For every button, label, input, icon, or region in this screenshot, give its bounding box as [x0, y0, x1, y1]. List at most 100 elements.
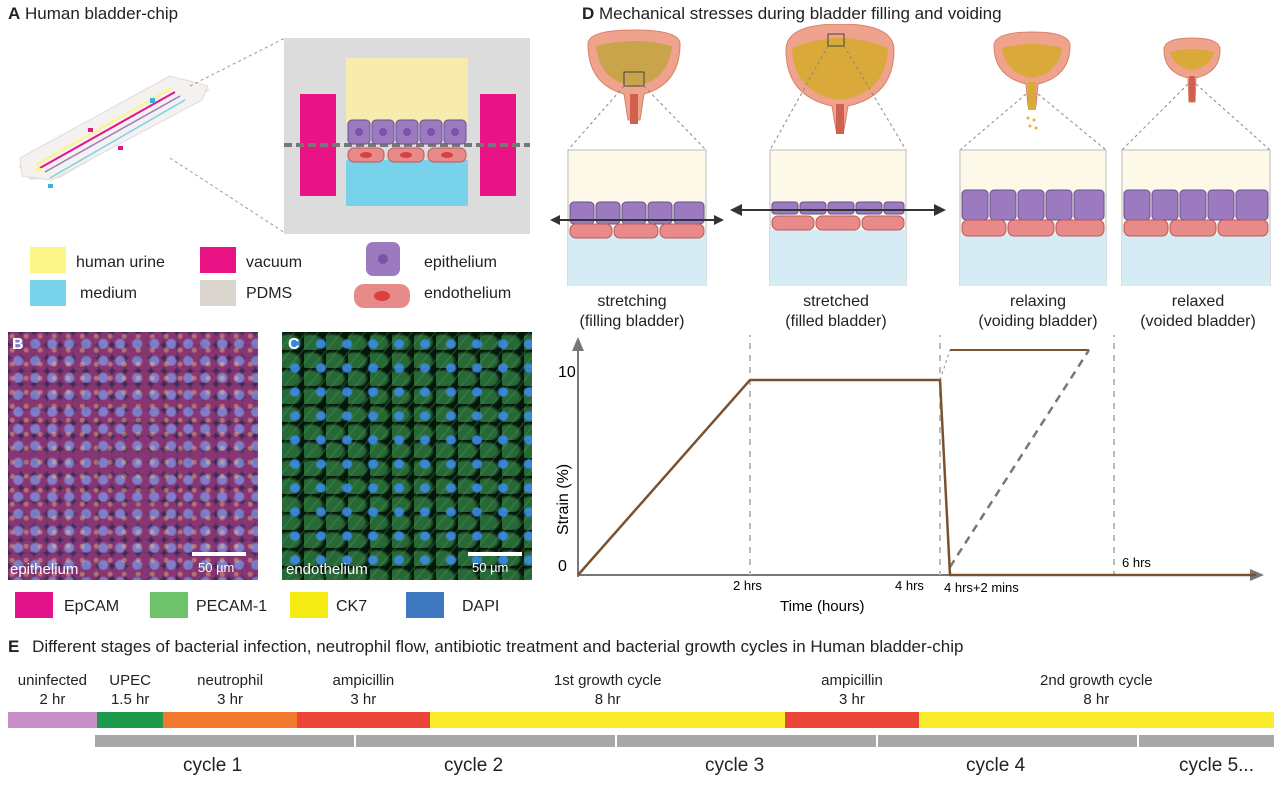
stage-caption-line2: (voiding bladder)	[978, 313, 1098, 330]
stain-label-dapi: DAPI	[462, 598, 500, 615]
tissue-section-relaxed	[1121, 149, 1271, 286]
tissue-section-stretching	[550, 149, 724, 286]
panel-c-label: endothelium	[286, 561, 368, 578]
panel-b-micrograph: B 50 µm epithelium	[8, 332, 258, 580]
panel-a-header: A Human bladder-chip	[8, 4, 178, 24]
bladder-stages-illustration	[550, 24, 1271, 286]
chip-cross-section	[284, 38, 530, 234]
segment-duration: 3 hr	[839, 691, 865, 708]
timeline-segment	[430, 712, 786, 728]
timeline-segment-label: ampicillin 3 hr	[785, 671, 918, 709]
x-tick-label: 4 hrs+2 mins	[944, 580, 1019, 595]
stage-caption-line1: relaxed	[1171, 293, 1225, 310]
panel-e-header: E Different stages of bacterial infectio…	[8, 637, 963, 657]
x-axis-label: Time (hours)	[780, 598, 864, 615]
panel-b-letter: B	[12, 336, 24, 353]
legend-label-vacuum: vacuum	[246, 254, 303, 271]
panel-c-letter: C	[288, 336, 300, 353]
timeline-segment	[785, 712, 919, 728]
cycle-bar	[95, 735, 354, 747]
panel-e-letter: E	[8, 637, 20, 656]
stain-swatch-pecam	[150, 592, 188, 618]
timeline-segment	[296, 712, 430, 728]
tissue-section-relaxing	[959, 149, 1107, 286]
relax-ramp-dashed	[948, 349, 1091, 568]
chart-guides	[749, 335, 1115, 575]
bladder-icon-stretched	[785, 24, 895, 134]
segment-duration: 8 hr	[594, 691, 621, 708]
stage-caption-line1: relaxing	[1009, 293, 1067, 310]
panel-e-title: Different stages of bacterial infection,…	[32, 637, 964, 656]
panel-c-scale-bar	[468, 552, 522, 556]
cycle-bar	[617, 735, 876, 747]
y-tick-label: 0	[558, 558, 567, 575]
strain-chart: 10 0 2 hrs 4 hrs 4 hrs+2 mins 6 hrs Time…	[555, 335, 1264, 615]
cycle-label: cycle 1	[183, 755, 243, 776]
segment-name: neutrophil	[197, 672, 264, 689]
panel-c-micrograph: C 50 µm endothelium	[282, 332, 532, 580]
endothelium-nucleus-icon	[374, 291, 390, 301]
stain-swatch-ck7	[290, 592, 328, 618]
segment-duration: 2 hr	[39, 691, 66, 708]
strain-series-line	[577, 378, 1256, 577]
stage-caption-line1: stretching	[597, 293, 667, 310]
stain-swatch-dapi	[406, 592, 444, 618]
panel-d-header: D Mechanical stresses during bladder fil…	[582, 4, 1002, 24]
chip-device	[18, 75, 210, 188]
cycle-bar	[356, 735, 615, 747]
segment-duration: 3 hr	[217, 691, 244, 708]
segment-name: ampicillin	[821, 672, 883, 689]
panel-d-letter: D	[582, 4, 595, 23]
timeline-segment-label: neutrophil 3 hr	[163, 671, 296, 709]
stain-label-ck7: CK7	[336, 598, 368, 615]
legend-swatch-pdms	[200, 280, 236, 306]
timeline-segment-label: uninfected 2 hr	[8, 671, 97, 709]
cycle-label: cycle 3	[705, 755, 765, 776]
timeline-segment-label: ampicillin 3 hr	[297, 671, 430, 709]
x-tick-label: 4 hrs	[895, 578, 924, 593]
y-axis-label: Strain (%)	[555, 464, 572, 535]
timeline-segment	[918, 712, 1274, 728]
x-tick-label: 2 hrs	[733, 578, 762, 593]
segment-duration: 8 hr	[1083, 691, 1110, 708]
legend-label-endothelium: endothelium	[424, 285, 512, 302]
cycle-bar	[878, 735, 1137, 747]
legend-swatch-vacuum	[200, 247, 236, 273]
bladder-icon-stretching	[587, 29, 681, 124]
cycle-label: cycle 4	[966, 755, 1026, 776]
legend-swatch-human-urine	[30, 247, 66, 273]
stain-label-epcam: EpCAM	[64, 598, 120, 615]
segment-duration: 3 hr	[350, 691, 377, 708]
legend-label-epithelium: epithelium	[424, 254, 497, 271]
panel-a-title: Human bladder-chip	[25, 4, 179, 23]
stage-caption-line2: (filling bladder)	[579, 313, 685, 330]
relax-ramp-connector	[939, 349, 951, 381]
segment-duration: 1.5 hr	[110, 691, 150, 708]
chart-x-axis-arrow	[1250, 569, 1264, 581]
segment-name: uninfected	[17, 672, 88, 689]
stain-label-pecam: PECAM-1	[196, 598, 268, 615]
panel-b-scale-label: 50 µm	[198, 560, 235, 575]
chart-y-axis-arrow	[572, 337, 584, 351]
timeline-segment	[163, 712, 297, 728]
epithelium-nucleus-icon	[378, 254, 388, 264]
panel-b-scale-bar	[192, 552, 246, 556]
stage-caption-line1: stretched	[803, 293, 869, 310]
legend-swatch-medium	[30, 280, 66, 306]
stage-caption-stretching: stretching (filling bladder)	[558, 292, 706, 332]
legend-label-human-urine: human urine	[76, 254, 165, 271]
stage-caption-stretched: stretched (filled bladder)	[762, 292, 910, 332]
stage-caption-line2: (voided bladder)	[1140, 313, 1256, 330]
panel-b-label: epithelium	[10, 561, 79, 578]
legend-label-medium: medium	[80, 285, 137, 302]
segment-name: ampicillin	[332, 672, 395, 689]
panel-d-title: Mechanical stresses during bladder filli…	[599, 4, 1002, 23]
timeline-segment	[96, 712, 164, 728]
cycle-label: cycle 2	[444, 755, 504, 776]
stage-caption-relaxed: relaxed (voided bladder)	[1120, 292, 1276, 332]
segment-name: 1st growth cycle	[553, 672, 662, 689]
stage-caption-relaxing: relaxing (voiding bladder)	[958, 292, 1118, 332]
timeline-segment	[8, 712, 97, 728]
